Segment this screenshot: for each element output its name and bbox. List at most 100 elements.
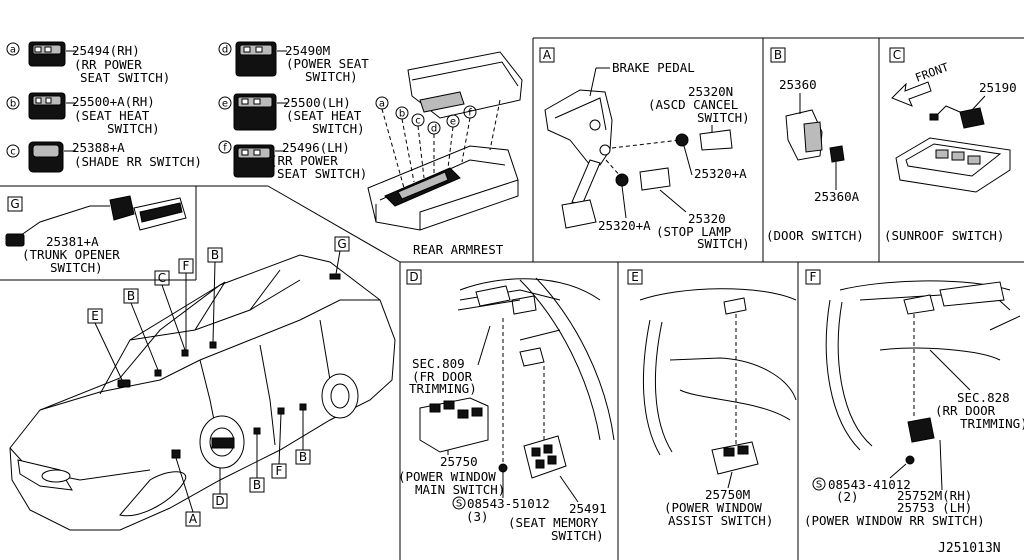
panel-c-desc: (SUNROOF SWITCH) [884, 228, 1004, 243]
panel-d-sec3: TRIMMING) [409, 381, 477, 396]
armrest-marker-c: c [415, 116, 421, 127]
power-window-main-switch [419, 397, 489, 453]
panel-d-sec1: SEC.809 [412, 356, 465, 371]
panel-a-p4d1: (STOP LAMP [656, 224, 731, 239]
panel-a-p4d2: SWITCH) [697, 236, 750, 251]
callout-e: e 25500(LH) (SEAT HEAT SWITCH) [218, 93, 365, 136]
panel-b-letter: B [774, 48, 782, 62]
panel-b: B 25360 25360A (DOOR SWITCH) [766, 47, 864, 243]
panel-d-screw: 08543-51012 [467, 496, 550, 511]
car-marker-b3: B [253, 478, 261, 492]
power-window-assist-switch [711, 441, 759, 475]
car-illustration [9, 254, 396, 531]
car-marker-f1: F [183, 259, 190, 273]
callout-e-marker: e [222, 99, 228, 110]
panel-d-p1: 25750 [440, 454, 478, 469]
panel-e-p1: 25750M [705, 487, 750, 502]
panel-f-sec2: (RR DOOR [935, 403, 996, 418]
panel-g-desc2: SWITCH) [50, 260, 103, 275]
panel-a: A BRAKE PEDAL 25320N (ASCD CANCEL SWITCH… [539, 47, 750, 251]
car-marker-b4: B [299, 450, 307, 464]
rear-armrest-illustration [367, 51, 523, 231]
callout-a-marker: a [10, 45, 16, 56]
panel-a-p4: 25320 [688, 211, 726, 226]
car-marker-g: G [337, 237, 346, 251]
panel-d-p2d1: (SEAT MEMORY [508, 515, 599, 530]
rear-door-trim-illustration [825, 280, 1021, 465]
panel-b-desc: (DOOR SWITCH) [766, 228, 864, 243]
callout-b: b 25500+A(RH) (SEAT HEAT SWITCH) [6, 92, 160, 136]
panel-c-letter: C [893, 48, 901, 62]
callout-a-desc2: SEAT SWITCH) [80, 70, 170, 85]
callout-c: c 25388+A (SHADE RR SWITCH) [6, 140, 202, 173]
door-switch-illustration [785, 109, 845, 176]
callout-d-part: 25490M [285, 43, 330, 58]
panel-f-p1: 25752M(RH) [897, 488, 972, 503]
panel-d-screw-qty: (3) [466, 509, 489, 524]
car-marker-d: D [215, 494, 224, 508]
panel-d-p2d2: SWITCH) [551, 528, 604, 543]
panel-a-p1d1: (ASCD CANCEL [648, 97, 738, 112]
panel-b-p1: 25360 [779, 77, 817, 92]
callout-e-desc1: (SEAT HEAT [286, 108, 362, 123]
panel-a-p1: 25320N [688, 84, 733, 99]
panel-a-p1d2: SWITCH) [697, 110, 750, 125]
switch-icon-e [233, 93, 277, 131]
panel-f-sec3: TRIMMING) [960, 416, 1024, 431]
panel-d-p2: 25491 [569, 501, 607, 516]
callout-a: a 25494(RH) (RR POWER SEAT SWITCH) [6, 41, 170, 85]
car-marker-b2: B [211, 248, 219, 262]
car-marker-e: E [91, 309, 99, 323]
panel-g: G 25381+A (TRUNK OPENER SWITCH) [5, 195, 187, 275]
callout-c-desc1: (SHADE RR SWITCH) [74, 154, 202, 169]
panel-e-letter: E [631, 270, 639, 284]
callout-f-desc1: (RR POWER [270, 153, 338, 168]
panel-f-screw-marker: S [816, 480, 822, 491]
front-arrow-icon [891, 81, 932, 107]
callout-b-desc1: (SEAT HEAT [74, 108, 150, 123]
panel-f-p2: 25753 (LH) [897, 500, 972, 515]
car-markers: E B C F B G D A B F B [87, 236, 350, 527]
panel-e-p1d1: (POWER WINDOW [664, 500, 762, 515]
switch-icon-a [28, 41, 66, 67]
front-door-trim-illustration [419, 277, 615, 479]
panel-f-screw-qty: (2) [836, 489, 859, 504]
callout-d-desc1: (POWER SEAT [286, 56, 369, 71]
panel-c-p1: 25190 [979, 80, 1017, 95]
brake-pedal-illustration [544, 89, 733, 229]
panel-d-p1d2: MAIN SWITCH) [415, 482, 505, 497]
switch-icon-b [28, 92, 66, 120]
car-marker-c: C [158, 271, 166, 285]
callout-a-part: 25494(RH) [72, 43, 140, 58]
panel-c: C FRONT 25190 (SUNROOF SWITCH) [884, 47, 1017, 243]
seat-memory-switch [523, 435, 567, 479]
callout-c-part: 25388+A [72, 140, 125, 155]
trunk-opener-switch-illustration [5, 195, 187, 247]
panel-f: F SEC.828 (RR DOOR TRIMMING) S 08543-410… [804, 269, 1024, 528]
panel-d: D [398, 269, 615, 543]
switch-icon-c [28, 141, 64, 173]
panel-f-letter: F [810, 270, 817, 284]
callout-b-marker: b [10, 99, 16, 110]
callout-e-part: 25500(LH) [283, 95, 351, 110]
panel-g-desc1: (TRUNK OPENER [22, 247, 120, 262]
armrest-label: REAR ARMREST [413, 242, 504, 257]
panel-d-p1d1: (POWER WINDOW [398, 469, 496, 484]
panel-f-sec1: SEC.828 [957, 390, 1010, 405]
panel-a-brake: BRAKE PEDAL [612, 60, 695, 75]
armrest-markers: a b c d e f [375, 96, 501, 189]
panel-d-letter: D [409, 270, 418, 284]
armrest-marker-d: d [431, 124, 437, 135]
sunroof-switch-illustration [895, 105, 1011, 193]
assist-door-trim-illustration [639, 288, 797, 475]
panel-d-sec2: (FR DOOR [412, 369, 473, 384]
callout-a-desc1: (RR POWER [74, 57, 142, 72]
callout-d-desc2: SWITCH) [305, 69, 358, 84]
car-marker-a: A [189, 512, 198, 526]
car-marker-f2: F [276, 464, 283, 478]
panel-a-p3: 25320+A [598, 218, 651, 233]
callout-d-marker: d [222, 45, 228, 56]
callout-b-desc2: SWITCH) [107, 121, 160, 136]
armrest-marker-b: b [399, 109, 405, 120]
callout-f: f 25496(LH) (RR POWER SEAT SWITCH) [218, 140, 367, 181]
